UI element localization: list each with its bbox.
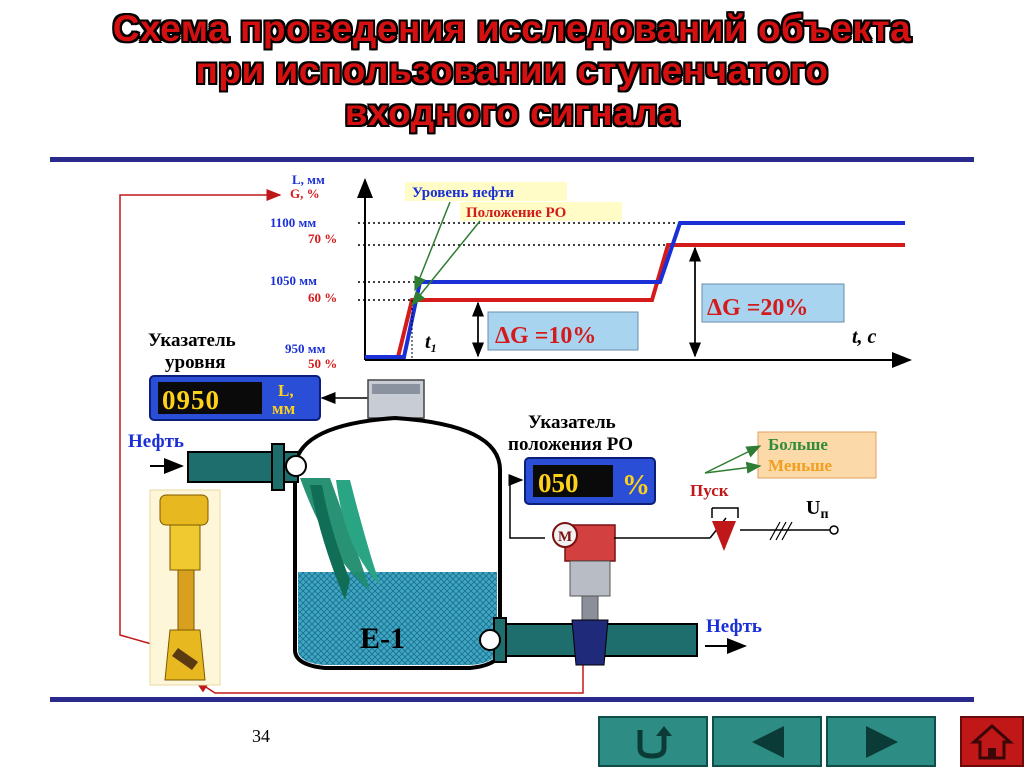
control-panel: Больше Меньше Пуск Uп	[614, 431, 877, 551]
oil-in-label: Нефть	[128, 431, 184, 452]
delta-g-10-label: ΔG =10%	[495, 323, 596, 349]
more-label: Больше	[768, 435, 828, 454]
tank-label: Е-1	[360, 622, 405, 655]
tick-60: 60 %	[308, 290, 337, 305]
outlet-pipe: Нефть	[479, 616, 762, 663]
level-indicator-label-1: Указатель	[148, 330, 236, 351]
tick-50: 50 %	[308, 356, 337, 371]
legend-valve-label: Положение РО	[466, 205, 566, 221]
motor-label: M	[558, 529, 572, 545]
level-value: 0950	[162, 385, 220, 415]
legend-level-label: Уровень нефти	[412, 185, 515, 201]
title-line-3: входного сигнала	[344, 92, 680, 133]
page-number: 34	[252, 726, 270, 746]
top-divider	[50, 157, 974, 162]
start-label: Пуск	[690, 481, 729, 500]
valve-indicator-label-2: положения РО	[508, 434, 633, 455]
command-box	[757, 431, 877, 479]
valve-value: 050	[538, 468, 579, 498]
tick-1050: 1050 мм	[270, 273, 317, 288]
inlet-valve	[149, 489, 221, 686]
delta-g-10-box	[487, 311, 639, 351]
y-axis-label-level: L, мм	[292, 172, 325, 187]
y-axis-label-valve: G, %	[290, 186, 320, 201]
home-icon	[970, 723, 1014, 760]
level-unit-1: L,	[278, 381, 294, 400]
title-line-2: при использовании ступенчатого	[195, 50, 829, 91]
level-indicator: Указатель уровня 0950 L, мм	[148, 330, 321, 421]
t1-label: t1	[425, 331, 437, 355]
step-response-graph: L, мм G, % 1100 мм 70 % 1050 мм 60 % 950…	[270, 172, 912, 371]
delta-g-20-label: ΔG =20%	[707, 295, 808, 321]
back-button[interactable]	[712, 716, 822, 767]
tank-e1: Е-1	[293, 415, 502, 670]
title-line-1: Схема проведения исследований объекта	[112, 8, 912, 49]
inlet-pipe: Нефть	[128, 431, 307, 491]
level-indicator-label-2: уровня	[165, 352, 226, 373]
oil-out-label: Нефть	[706, 616, 762, 637]
return-button[interactable]	[598, 716, 708, 767]
valve-indicator-label-1: Указатель	[528, 412, 616, 433]
home-button[interactable]	[960, 716, 1024, 767]
tick-70: 70 %	[308, 231, 337, 246]
valve-position-indicator: Указатель положения РО 050 %	[508, 412, 656, 505]
return-icon	[637, 726, 672, 759]
tick-1100: 1100 мм	[270, 215, 316, 230]
valve-unit: %	[622, 470, 650, 501]
x-axis-label: t, c	[852, 326, 877, 348]
legend-valve-box	[460, 202, 622, 221]
supply-label: Uп	[806, 497, 829, 522]
forward-button[interactable]	[826, 716, 936, 767]
delta-g-20-box	[701, 283, 845, 323]
tick-950: 950 мм	[285, 341, 326, 356]
back-arrow-icon	[752, 726, 784, 758]
level-unit-2: мм	[272, 399, 296, 418]
bottom-divider	[50, 697, 974, 702]
slide-title: Схема проведения исследований объекта пр…	[0, 8, 1024, 134]
legend-level-box	[405, 182, 567, 201]
control-valve: M	[552, 522, 616, 666]
oil-level-curve	[365, 221, 905, 359]
forward-arrow-icon	[866, 726, 898, 758]
less-label: Меньше	[768, 456, 833, 475]
